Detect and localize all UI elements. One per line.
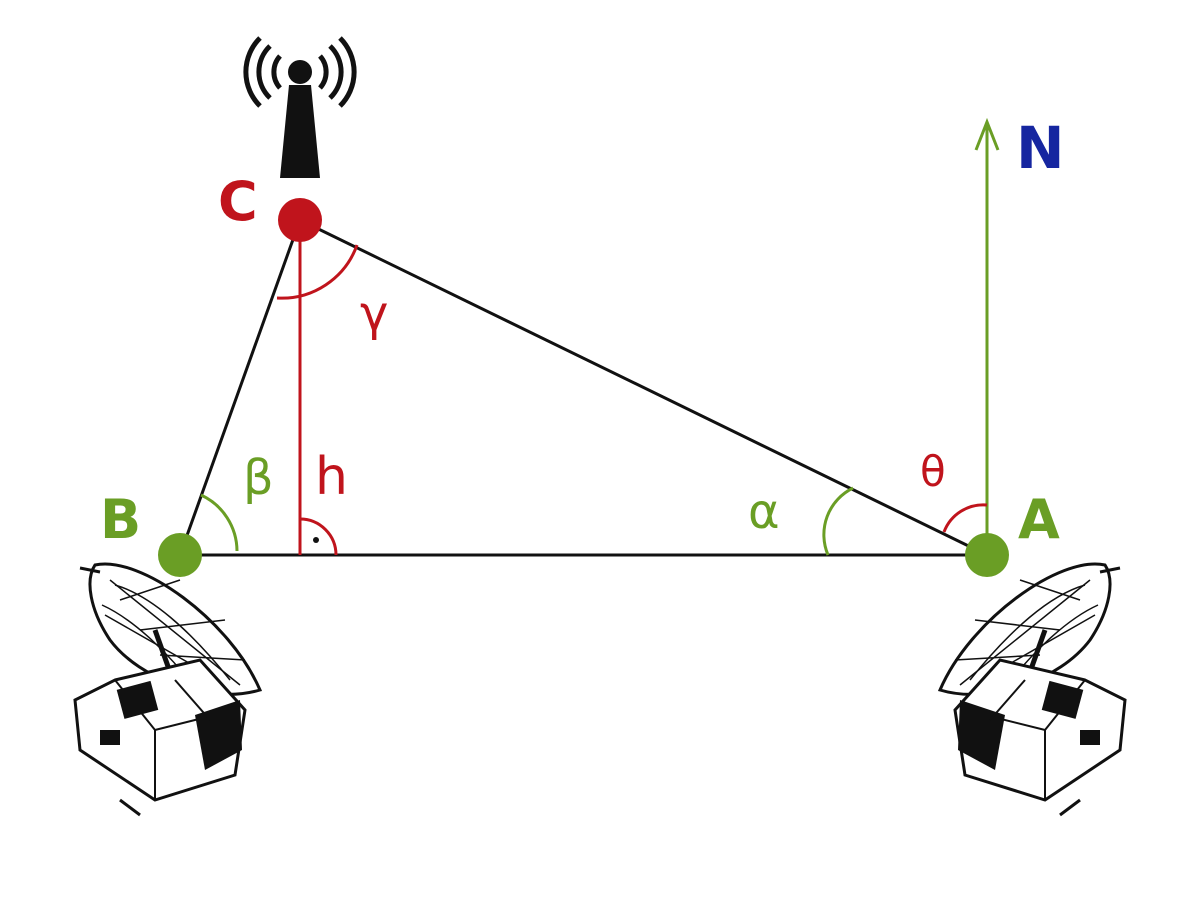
label-c: C (218, 170, 258, 233)
north-arrow (974, 117, 1000, 555)
triangle (178, 218, 988, 557)
radio-tower-icon (243, 36, 357, 178)
label-theta: θ (920, 447, 946, 496)
label-h: h (315, 447, 348, 507)
label-north: N (1016, 114, 1065, 182)
point-a (965, 533, 1009, 577)
angle-gamma-arc (276, 244, 359, 300)
right-angle-dot (313, 537, 319, 543)
label-alpha: α (748, 484, 780, 540)
point-c (278, 198, 322, 242)
angle-theta-arc (942, 503, 988, 533)
side-bc (178, 219, 302, 556)
angle-beta-arc (200, 493, 239, 552)
right-angle-mark (299, 517, 338, 556)
side-ca (299, 218, 988, 557)
label-a: A (1018, 488, 1060, 551)
point-b (158, 533, 202, 577)
angle-alpha-arc (822, 486, 854, 556)
label-beta: β (243, 450, 274, 506)
label-b: B (100, 488, 141, 551)
satellite-dish-icon (73, 562, 263, 817)
satellite-dish-icon (937, 562, 1127, 817)
label-gamma: γ (360, 286, 388, 342)
